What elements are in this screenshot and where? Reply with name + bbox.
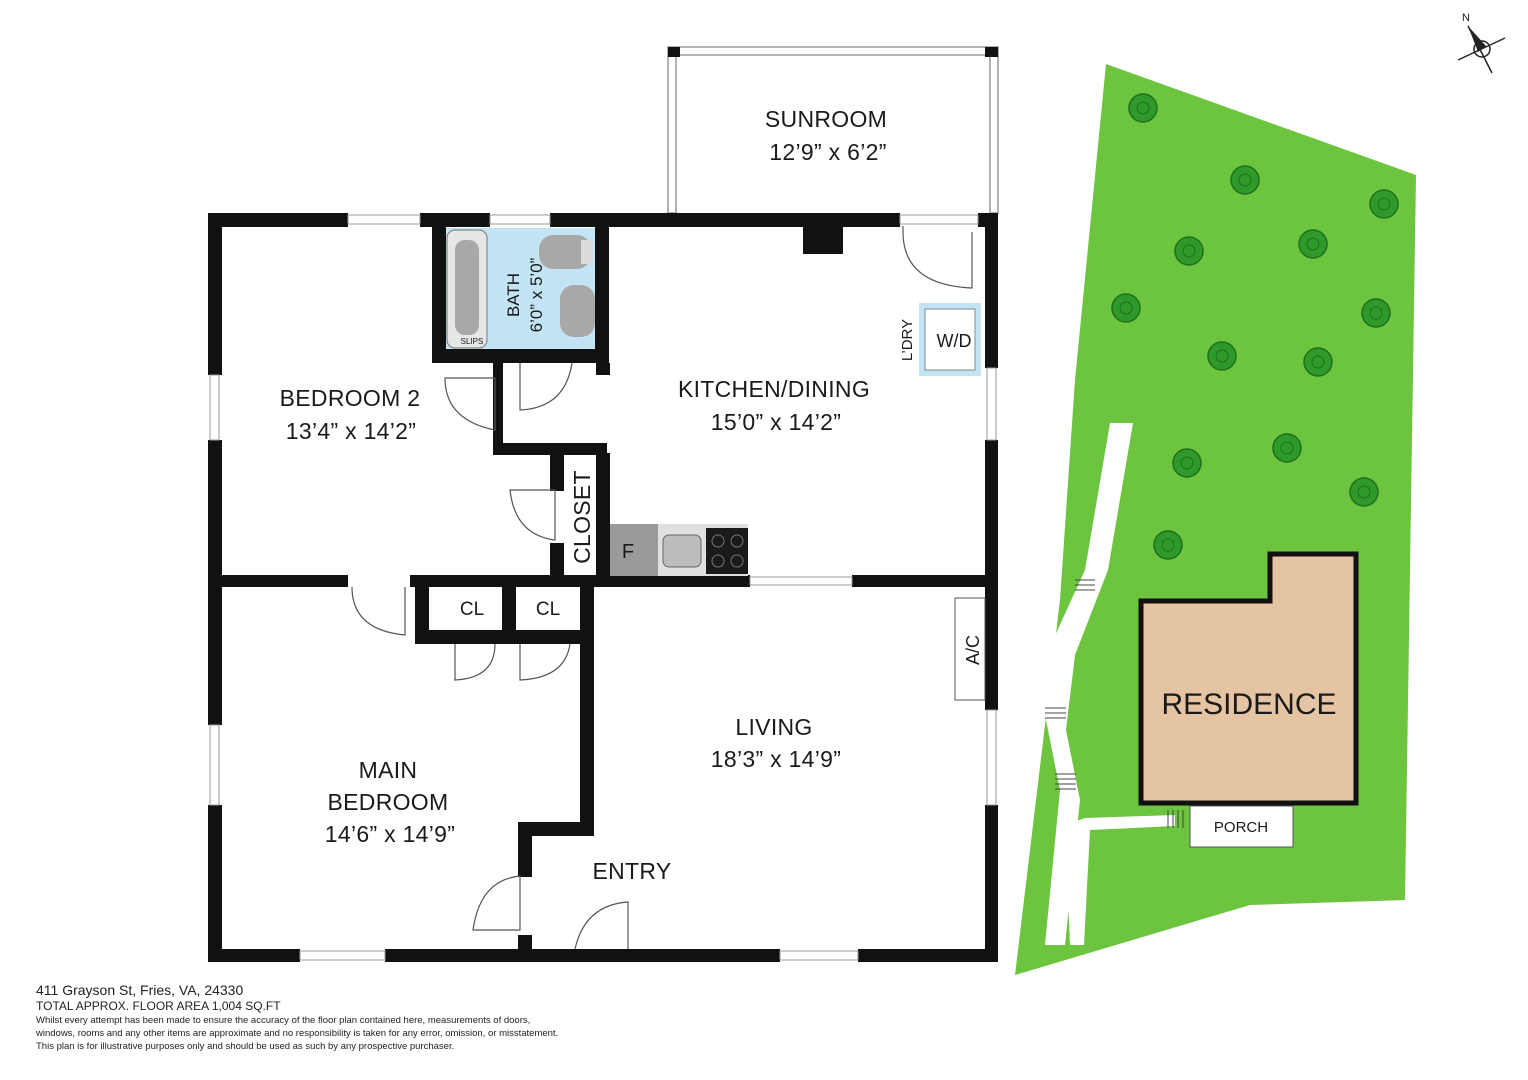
closet-label: CLOSET bbox=[569, 470, 595, 564]
main-bedroom-label-1: MAIN bbox=[359, 757, 418, 783]
trees bbox=[1111, 93, 1399, 560]
main-bedroom-dims: 14’6” x 14’9” bbox=[325, 821, 455, 847]
doors bbox=[351, 226, 973, 950]
plan-footer: 411 Grayson St, Fries, VA, 24330 TOTAL A… bbox=[36, 982, 676, 1053]
tree-icon bbox=[1272, 433, 1302, 463]
svg-text:N: N bbox=[1462, 12, 1470, 24]
residence-footprint bbox=[1138, 551, 1359, 806]
tree-icon bbox=[1298, 229, 1328, 259]
tree-icon bbox=[1174, 236, 1204, 266]
ac-label: A/C bbox=[963, 635, 983, 665]
laundry-label: L’DRY bbox=[899, 319, 916, 361]
tree-icon bbox=[1207, 341, 1237, 371]
living-dims: 18’3” x 14’9” bbox=[711, 746, 841, 772]
disclaimer-line-2: windows, rooms and any other items are a… bbox=[36, 1028, 559, 1039]
tree-icon bbox=[1172, 448, 1202, 478]
residence-label: RESIDENCE bbox=[1161, 688, 1336, 721]
kitchen-counter: F bbox=[610, 524, 748, 576]
bath-dims: 6’0” x 5’0” bbox=[527, 257, 546, 332]
main-bedroom-label-2: BEDROOM bbox=[328, 789, 449, 815]
walkway-porch bbox=[1065, 815, 1175, 945]
cl1-label: CL bbox=[460, 599, 484, 620]
svg-text:SLIPS: SLIPS bbox=[461, 337, 484, 346]
bedroom2-label: BEDROOM 2 bbox=[280, 385, 421, 411]
tree-icon bbox=[1230, 165, 1260, 195]
sunroom-dims: 12’9” x 6’2” bbox=[769, 139, 886, 165]
tree-icon bbox=[1361, 298, 1391, 328]
kitchen-label: KITCHEN/DINING bbox=[678, 376, 870, 402]
porch bbox=[1189, 805, 1294, 848]
floor-area: TOTAL APPROX. FLOOR AREA 1,004 SQ.FT bbox=[36, 999, 281, 1013]
sunroom-label: SUNROOM bbox=[765, 106, 887, 132]
house-plan: SLIPS F A/C SUNROOM 12’9” x 6’2” BATH 6’… bbox=[208, 46, 999, 962]
compass-icon: N bbox=[1457, 12, 1506, 74]
washer-dryer-label: W/D bbox=[937, 331, 972, 351]
walls bbox=[208, 213, 998, 962]
ac-unit bbox=[954, 597, 986, 701]
living-label: LIVING bbox=[735, 714, 812, 740]
disclaimer-line-3: This plan is for illustrative purposes o… bbox=[36, 1041, 455, 1052]
walkway bbox=[1045, 423, 1133, 945]
site-plan: RESIDENCE PORCH N bbox=[1015, 12, 1506, 975]
entry-label: ENTRY bbox=[592, 858, 671, 884]
tree-icon bbox=[1153, 530, 1183, 560]
tree-icon bbox=[1111, 293, 1141, 323]
disclaimer-line-1: Whilst every attempt has been made to en… bbox=[36, 1015, 531, 1026]
porch-label: PORCH bbox=[1214, 819, 1268, 836]
bath-fixtures: SLIPS bbox=[446, 229, 595, 349]
bath-label: BATH bbox=[504, 273, 523, 317]
tree-icon bbox=[1369, 189, 1399, 219]
tree-icon bbox=[1303, 347, 1333, 377]
address: 411 Grayson St, Fries, VA, 24330 bbox=[36, 982, 244, 998]
bedroom2-dims: 13’4” x 14’2” bbox=[286, 418, 416, 444]
tree-icon bbox=[1349, 477, 1379, 507]
fridge-label: F bbox=[622, 541, 634, 563]
windows bbox=[209, 214, 997, 961]
kitchen-dims: 15’0” x 14’2” bbox=[711, 409, 841, 435]
tree-icon bbox=[1128, 93, 1158, 123]
path-steps bbox=[1045, 579, 1184, 828]
cl2-label: CL bbox=[536, 599, 560, 620]
